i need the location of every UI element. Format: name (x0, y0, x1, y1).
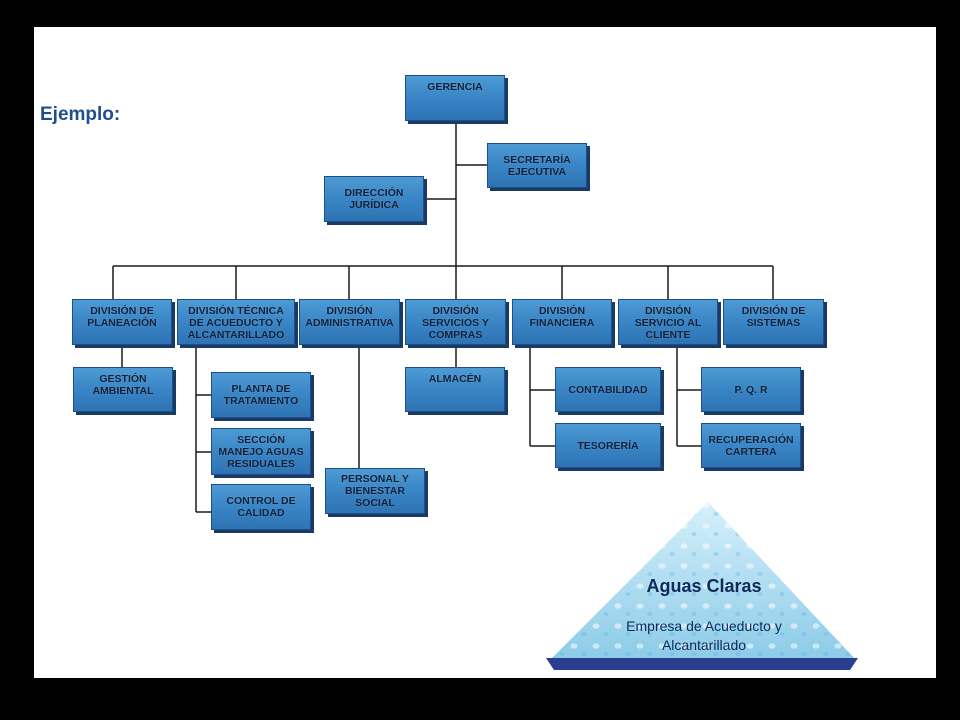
org-box-gestion-ambiental: GESTIÓN AMBIENTAL (73, 367, 173, 412)
org-box-label: DIVISIÓN ADMINISTRATIVA (305, 305, 394, 329)
org-box-seccion-aguas-residuales: SECCIÓN MANEJO AGUAS RESIDUALES (211, 428, 311, 475)
aguas-claras-logo (546, 502, 858, 670)
org-box-division-tecnica: DIVISIÓN TÉCNICA DE ACUEDUCTO Y ALCANTAR… (177, 299, 295, 345)
org-box-label: SECRETARÍA EJECUTIVA (503, 153, 571, 178)
org-box-label: DIVISIÓN TÉCNICA DE ACUEDUCTO Y ALCANTAR… (187, 305, 285, 341)
org-box-label: DIVISIÓN SERVICIOS Y COMPRAS (422, 305, 489, 341)
org-box-tesoreria: TESORERÍA (555, 423, 661, 468)
org-box-label: PLANTA DE TRATAMIENTO (223, 383, 299, 407)
logo-subtitle: Empresa de Acueducto y Alcantarillado (626, 618, 782, 653)
org-box-label: ALMACÉN (428, 373, 482, 385)
org-box-label: PERSONAL Y BIENESTAR SOCIAL (341, 473, 409, 509)
org-box-division-sistemas: DIVISIÓN DE SISTEMAS (723, 299, 824, 345)
org-box-label: GERENCIA (427, 81, 483, 93)
org-box-label: GESTIÓN AMBIENTAL (92, 373, 154, 397)
org-box-division-planeacion: DIVISIÓN DE PLANEACIÓN (72, 299, 172, 345)
org-box-division-administrativa: DIVISIÓN ADMINISTRATIVA (299, 299, 400, 345)
org-box-label: RECUPERACIÓN CARTERA (708, 433, 794, 458)
org-box-direccion: DIRECCIÓN JURÍDICA (324, 176, 424, 222)
org-box-almacen: ALMACÉN (405, 367, 505, 412)
org-box-label: DIVISIÓN DE PLANEACIÓN (87, 305, 157, 329)
org-box-control-calidad: CONTROL DE CALIDAD (211, 484, 311, 530)
org-box-label: DIVISIÓN SERVICIO AL CLIENTE (634, 305, 702, 341)
org-box-contabilidad: CONTABILIDAD (555, 367, 661, 412)
org-box-division-servicios: DIVISIÓN SERVICIOS Y COMPRAS (405, 299, 506, 345)
org-box-personal-bienestar: PERSONAL Y BIENESTAR SOCIAL (325, 468, 425, 514)
logo-title: Aguas Claras (646, 576, 762, 596)
page-title: Ejemplo: (40, 104, 121, 125)
org-box-recuperacion-cartera: RECUPERACIÓN CARTERA (701, 423, 801, 468)
org-box-label: SECCIÓN MANEJO AGUAS RESIDUALES (218, 433, 304, 470)
org-box-label: P. Q. R (734, 383, 768, 396)
org-box-label: CONTROL DE CALIDAD (226, 495, 296, 519)
org-box-planta-tratamiento: PLANTA DE TRATAMIENTO (211, 372, 311, 418)
org-box-label: DIVISIÓN FINANCIERA (529, 305, 595, 329)
org-box-pqr: P. Q. R (701, 367, 801, 412)
slide (34, 27, 936, 678)
org-box-label: DIRECCIÓN JURÍDICA (344, 187, 404, 211)
org-box-division-cliente: DIVISIÓN SERVICIO AL CLIENTE (618, 299, 718, 345)
org-box-label: TESORERÍA (577, 439, 639, 452)
org-box-label: CONTABILIDAD (568, 383, 648, 396)
org-box-label: DIVISIÓN DE SISTEMAS (741, 305, 806, 329)
org-box-division-financiera: DIVISIÓN FINANCIERA (512, 299, 612, 345)
org-box-secretaria: SECRETARÍA EJECUTIVA (487, 143, 587, 188)
org-box-gerencia: GERENCIA (405, 75, 505, 121)
